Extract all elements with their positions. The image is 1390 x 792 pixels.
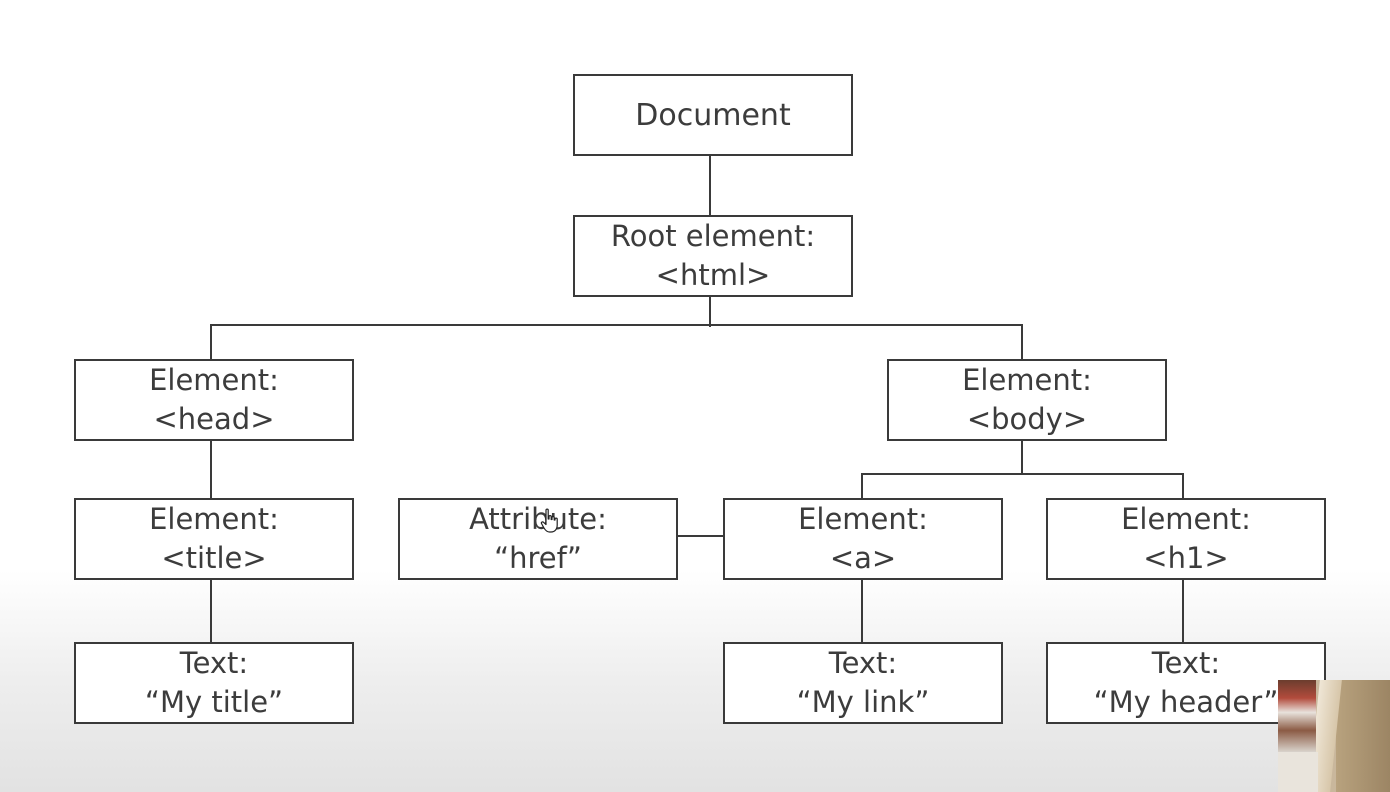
node-attribute-label: Attribute: [469, 502, 607, 536]
node-document: Document [573, 74, 853, 156]
webcam-floor [1278, 752, 1318, 792]
node-root-element-label: Root element: [610, 219, 816, 253]
node-text-link: Text: “My link” [723, 642, 1003, 724]
connector-title-text [210, 579, 212, 643]
node-head-tag: <head> [153, 402, 275, 436]
node-h1-label: Element: [1121, 502, 1251, 536]
node-h1: Element: <h1> [1046, 498, 1326, 580]
node-document-label: Document [635, 97, 791, 133]
node-text-title-label: Text: [179, 646, 249, 680]
node-title-tag: <title> [161, 541, 267, 575]
webcam-thumbnail [1278, 680, 1390, 792]
node-h1-tag: <h1> [1143, 541, 1229, 575]
connector-body-crossbar [861, 473, 1184, 475]
node-body: Element: <body> [887, 359, 1167, 441]
node-text-header-value: “My header” [1093, 685, 1279, 719]
connector-a-text [861, 579, 863, 643]
node-body-tag: <body> [966, 402, 1088, 436]
node-text-link-value: “My link” [796, 685, 930, 719]
node-text-link-label: Text: [828, 646, 898, 680]
node-title: Element: <title> [74, 498, 354, 580]
connector-root-crossbar [210, 324, 1023, 326]
webcam-wall [1336, 680, 1390, 792]
node-attribute-value: “href” [494, 541, 582, 575]
connector-head-title [210, 440, 212, 499]
node-attribute-href: Attribute: “href” [398, 498, 678, 580]
node-body-label: Element: [962, 363, 1092, 397]
node-a-tag: <a> [829, 541, 897, 575]
connector-root-branch [709, 296, 711, 327]
node-a-label: Element: [798, 502, 928, 536]
node-a: Element: <a> [723, 498, 1003, 580]
hand-pointer-icon [540, 508, 558, 533]
node-head-label: Element: [149, 363, 279, 397]
connector-h1-text [1182, 579, 1184, 643]
node-text-header-label: Text: [1151, 646, 1221, 680]
node-root-element-tag: <html> [655, 258, 771, 292]
node-title-label: Element: [149, 502, 279, 536]
connector-body-branch [1021, 440, 1023, 475]
connector-attribute-a [676, 535, 725, 537]
connector-to-head [210, 324, 212, 360]
connector-to-h1 [1182, 473, 1184, 499]
node-text-title-value: “My title” [144, 685, 284, 719]
node-text-title: Text: “My title” [74, 642, 354, 724]
connector-document-root [709, 155, 711, 216]
connector-to-a [861, 473, 863, 499]
node-head: Element: <head> [74, 359, 354, 441]
webcam-shelf [1278, 680, 1316, 752]
node-root-element: Root element: <html> [573, 215, 853, 297]
connector-to-body [1021, 324, 1023, 360]
